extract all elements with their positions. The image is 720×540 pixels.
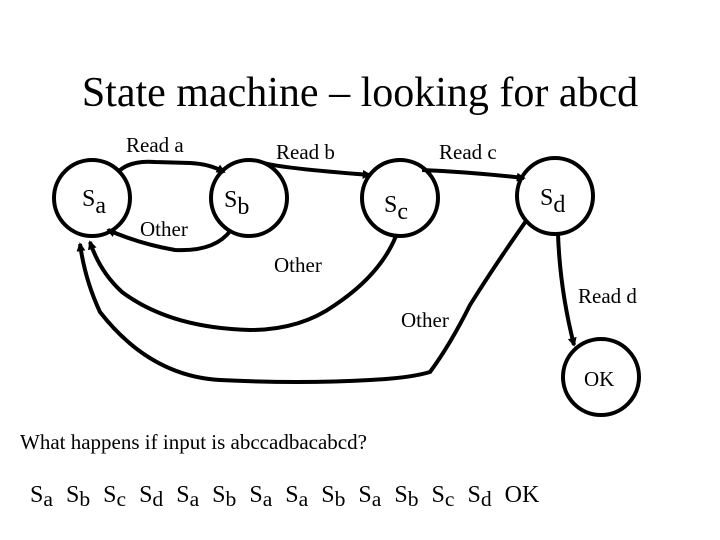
seq-state: Sa xyxy=(30,482,53,511)
state-ok-circle xyxy=(561,337,641,417)
transition-read-b-arrow xyxy=(263,161,372,179)
seq-state: Sb xyxy=(212,482,237,511)
seq-state: Sa xyxy=(249,482,273,511)
label-read-c: Read c xyxy=(439,140,497,164)
state-c-circle xyxy=(360,158,440,238)
transition-read-a-arrow xyxy=(116,159,226,174)
transition-other-c-to-a-arrow xyxy=(88,235,398,333)
transition-other-b-to-a-arrow xyxy=(106,228,233,253)
transition-read-c-arrow xyxy=(421,168,526,182)
seq-state: Sd xyxy=(467,482,492,511)
state-sequence: Sa Sb Sc Sd Sa Sb Sa Sa Sb Sa Sb Sc Sd O… xyxy=(30,482,539,512)
state-b-label: Sb xyxy=(224,187,249,220)
seq-state: Sb xyxy=(321,482,346,511)
seq-ok: OK xyxy=(504,482,540,508)
transition-other-d-to-a-arrow xyxy=(76,219,528,384)
state-b-circle xyxy=(209,158,289,238)
state-ok-label: OK xyxy=(584,367,614,391)
state-a-label: Sa xyxy=(82,186,106,219)
seq-state: Sb xyxy=(394,482,419,511)
state-c-label: Sc xyxy=(384,192,408,225)
transition-read-d-arrow xyxy=(556,233,577,347)
label-read-a: Read a xyxy=(126,133,184,157)
seq-state: Sb xyxy=(65,482,91,511)
state-d-label: Sd xyxy=(540,185,565,218)
label-other-b-to-a: Other xyxy=(140,217,188,241)
label-read-d: Read d xyxy=(578,284,637,308)
question-text: What happens if input is abccadbacabcd? xyxy=(20,430,367,454)
label-other-d-to-a: Other xyxy=(401,308,449,332)
seq-state: Sc xyxy=(431,482,455,511)
slide-title: State machine – looking for abcd xyxy=(81,70,639,116)
state-d-circle xyxy=(515,156,595,236)
seq-state: Sa xyxy=(285,482,309,511)
state-a-circle xyxy=(52,158,132,238)
seq-state: Sd xyxy=(139,482,164,511)
seq-state: Sa xyxy=(176,482,200,511)
seq-state: Sa xyxy=(358,482,382,511)
label-other-c-to-a: Other xyxy=(274,253,322,277)
label-read-b: Read b xyxy=(276,140,335,164)
seq-state: Sc xyxy=(103,482,127,511)
